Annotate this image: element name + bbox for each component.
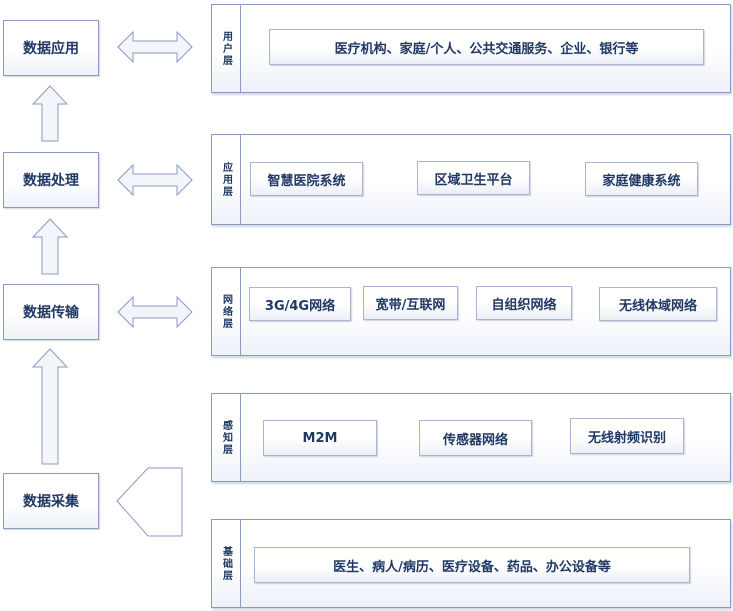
wireless-body-area-network: 无线体域网络 [599, 287, 717, 321]
double-arrow-transmission [117, 295, 193, 329]
smart-hospital-system: 智慧医院系统 [250, 162, 363, 196]
up-arrow-processing-to-application [31, 85, 69, 142]
data-collection-label: 数据采集 [23, 494, 79, 510]
application-layer-label: 应用层 [212, 135, 241, 224]
data-application-box: 数据应用 [3, 20, 99, 76]
user-layer-label: 用户层 [212, 5, 241, 92]
self-organizing-network: 自组织网络 [476, 286, 572, 320]
base-layer-label: 基础层 [212, 520, 241, 607]
data-transmission-label: 数据传输 [23, 305, 79, 321]
collection-pointer-arrow [116, 467, 183, 537]
user-layer-item: 医疗机构、家庭/个人、公共交通服务、企业、银行等 [269, 29, 704, 65]
broadband-internet: 宽带/互联网 [363, 286, 458, 320]
network-layer: 网络层 3G/4G网络 宽带/互联网 自组织网络 无线体域网络 [211, 267, 731, 356]
up-arrow-collection-to-transmission [31, 348, 69, 465]
sensor-network: 传感器网络 [419, 420, 532, 456]
data-collection-box: 数据采集 [3, 473, 99, 529]
base-layer: 基础层 医生、病人/病历、医疗设备、药品、办公设备等 [211, 519, 731, 608]
data-transmission-box: 数据传输 [3, 284, 99, 340]
user-layer: 用户层 医疗机构、家庭/个人、公共交通服务、企业、银行等 [211, 4, 731, 93]
3g-4g-network: 3G/4G网络 [249, 287, 351, 321]
up-arrow-transmission-to-processing [31, 218, 69, 275]
regional-health-platform: 区域卫生平台 [417, 161, 530, 195]
double-arrow-processing [117, 163, 193, 197]
network-layer-label: 网络层 [212, 268, 241, 355]
data-application-label: 数据应用 [23, 41, 79, 57]
double-arrow-application [117, 30, 193, 64]
data-processing-label: 数据处理 [23, 173, 79, 189]
data-processing-box: 数据处理 [3, 152, 99, 208]
rfid: 无线射频识别 [570, 418, 684, 454]
base-layer-item: 医生、病人/病历、医疗设备、药品、办公设备等 [254, 547, 690, 583]
m2m: M2M [263, 420, 377, 456]
perception-layer-label: 感知层 [212, 394, 241, 481]
application-layer: 应用层 智慧医院系统 区域卫生平台 家庭健康系统 [211, 134, 731, 225]
home-health-system: 家庭健康系统 [585, 162, 698, 196]
perception-layer: 感知层 M2M 传感器网络 无线射频识别 [211, 393, 731, 482]
